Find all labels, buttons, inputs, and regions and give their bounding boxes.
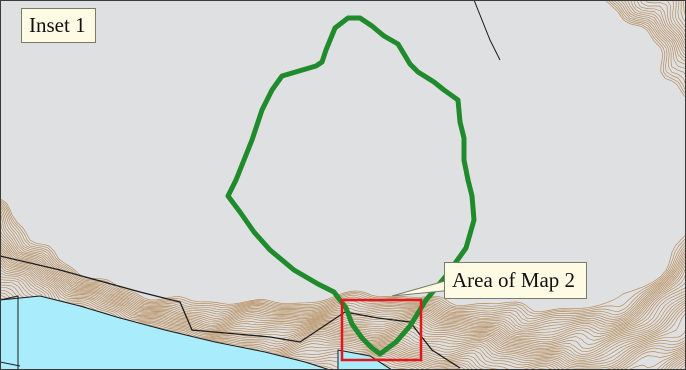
map-2-callout-label[interactable]: Area of Map 2: [444, 262, 588, 299]
road-line: [0, 255, 461, 369]
water-body: [0, 295, 331, 370]
road-line: [0, 295, 19, 370]
map-2-focus-box[interactable]: [340, 298, 423, 362]
road-line: [0, 361, 21, 367]
inset-title-label: Inset 1: [21, 8, 96, 43]
road-line: [473, 0, 501, 61]
watershed-boundary: [225, 15, 477, 357]
